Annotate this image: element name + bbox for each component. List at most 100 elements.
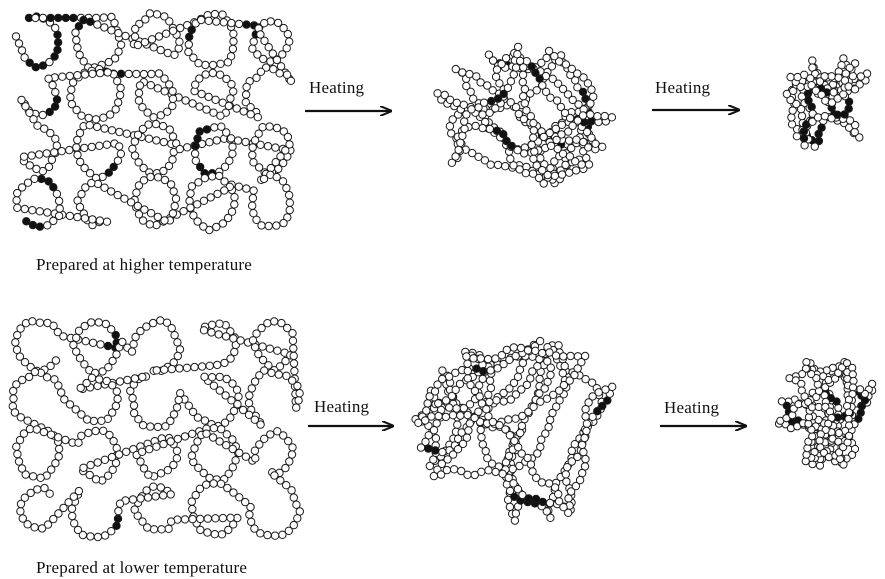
bead	[250, 415, 260, 424]
bead	[30, 367, 40, 377]
bead	[502, 345, 511, 355]
marked-bead	[799, 134, 809, 143]
bead	[49, 514, 58, 524]
bead	[43, 221, 52, 230]
marked-bead	[38, 61, 48, 70]
bead	[493, 160, 503, 170]
bead	[453, 420, 462, 429]
bead	[163, 107, 172, 116]
bead	[156, 111, 166, 120]
bead	[566, 351, 575, 361]
bead	[114, 98, 123, 107]
bead	[535, 336, 545, 346]
bead	[511, 351, 520, 361]
bead	[187, 451, 197, 460]
bead	[451, 368, 460, 377]
bead	[495, 421, 504, 430]
bead	[143, 523, 152, 532]
marked-bead	[807, 102, 816, 112]
bead	[546, 141, 556, 151]
bead	[843, 438, 852, 447]
bead	[226, 413, 235, 422]
bead	[504, 451, 514, 461]
bead	[448, 411, 458, 420]
bead	[564, 136, 574, 145]
bead	[115, 142, 124, 151]
bead	[20, 53, 29, 62]
bead	[99, 113, 108, 122]
bead	[138, 216, 148, 225]
bead	[133, 201, 143, 211]
bead	[250, 446, 260, 455]
bead	[285, 37, 294, 46]
bead	[437, 459, 446, 468]
bead	[848, 363, 857, 372]
bead	[283, 29, 292, 39]
bead	[260, 434, 269, 443]
bead	[25, 161, 34, 170]
bead	[36, 473, 45, 482]
bead	[101, 319, 111, 329]
bead	[255, 371, 264, 380]
bead	[77, 431, 86, 440]
bead	[252, 73, 261, 83]
bead	[292, 500, 301, 509]
bead	[484, 50, 494, 59]
bead	[249, 186, 258, 195]
bead	[23, 178, 33, 187]
bead	[230, 200, 239, 209]
marked-bead	[74, 22, 84, 31]
bead	[422, 406, 431, 415]
bead	[456, 138, 465, 148]
bead	[54, 433, 63, 442]
bead	[78, 530, 88, 540]
bead	[220, 162, 230, 172]
bead	[209, 108, 218, 117]
bead	[279, 23, 288, 33]
bead	[581, 375, 590, 384]
caption-lower-temperature: Prepared at lower temperature	[36, 558, 248, 577]
bead	[224, 525, 233, 535]
bead	[122, 129, 132, 138]
bead	[499, 359, 508, 369]
bead	[232, 104, 241, 113]
bead	[555, 57, 564, 66]
bead	[73, 525, 83, 535]
bead	[448, 450, 458, 459]
bead	[221, 332, 231, 341]
marked-bead	[52, 95, 62, 104]
bead	[115, 377, 125, 386]
bead	[195, 484, 205, 493]
bead	[93, 20, 102, 29]
marked-bead	[814, 129, 823, 139]
bead	[129, 401, 139, 410]
bead	[581, 412, 590, 421]
bead	[153, 173, 163, 182]
bead	[458, 439, 468, 449]
bead	[474, 103, 483, 112]
bead	[258, 342, 267, 351]
bead	[447, 391, 457, 401]
bead	[800, 70, 809, 80]
bead	[65, 400, 75, 409]
bead	[73, 135, 82, 145]
bead	[519, 63, 528, 72]
bead	[242, 184, 251, 193]
bead	[553, 79, 563, 88]
bottom-partial-globule	[411, 336, 617, 525]
bead	[80, 360, 89, 369]
bead	[152, 442, 161, 451]
bead	[184, 40, 194, 49]
bead	[141, 15, 150, 24]
bead	[564, 508, 573, 517]
marked-bead	[31, 62, 40, 72]
bead	[12, 442, 21, 451]
bead	[584, 160, 594, 169]
bead	[485, 124, 494, 134]
bead	[222, 128, 231, 137]
bead	[845, 421, 854, 430]
bead	[163, 466, 173, 475]
bead	[40, 124, 49, 133]
bead	[548, 408, 557, 418]
bead	[49, 321, 58, 330]
